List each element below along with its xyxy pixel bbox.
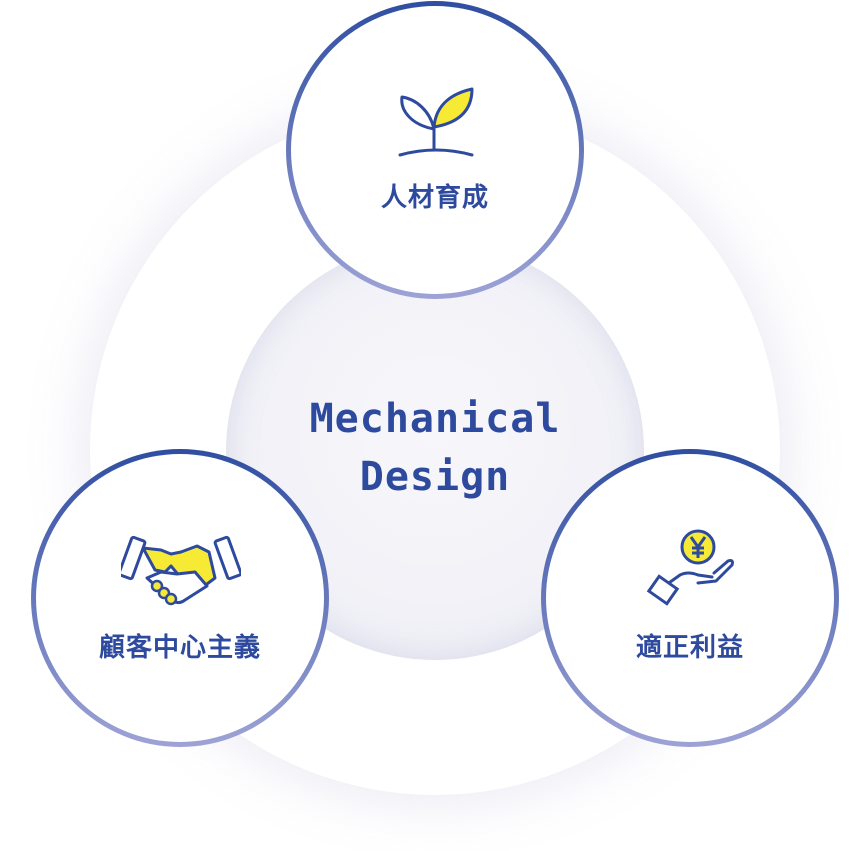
handshake-icon bbox=[121, 535, 241, 606]
center-title-line2: Design bbox=[359, 454, 511, 500]
node-label: 顧客中心主義 bbox=[98, 633, 261, 663]
node-human-resources: 人材育成 bbox=[286, 1, 584, 299]
node-label: 人材育成 bbox=[380, 183, 489, 213]
yen-coin-hand-icon bbox=[646, 529, 734, 606]
center-title-line1: Mechanical bbox=[309, 396, 561, 442]
sprout-icon bbox=[398, 87, 474, 157]
node-customer-focus: 顧客中心主義 bbox=[31, 449, 329, 747]
center-title: Mechanical Design bbox=[226, 390, 644, 506]
node-label: 適正利益 bbox=[635, 633, 744, 663]
node-fair-profit: 適正利益 bbox=[541, 449, 839, 747]
